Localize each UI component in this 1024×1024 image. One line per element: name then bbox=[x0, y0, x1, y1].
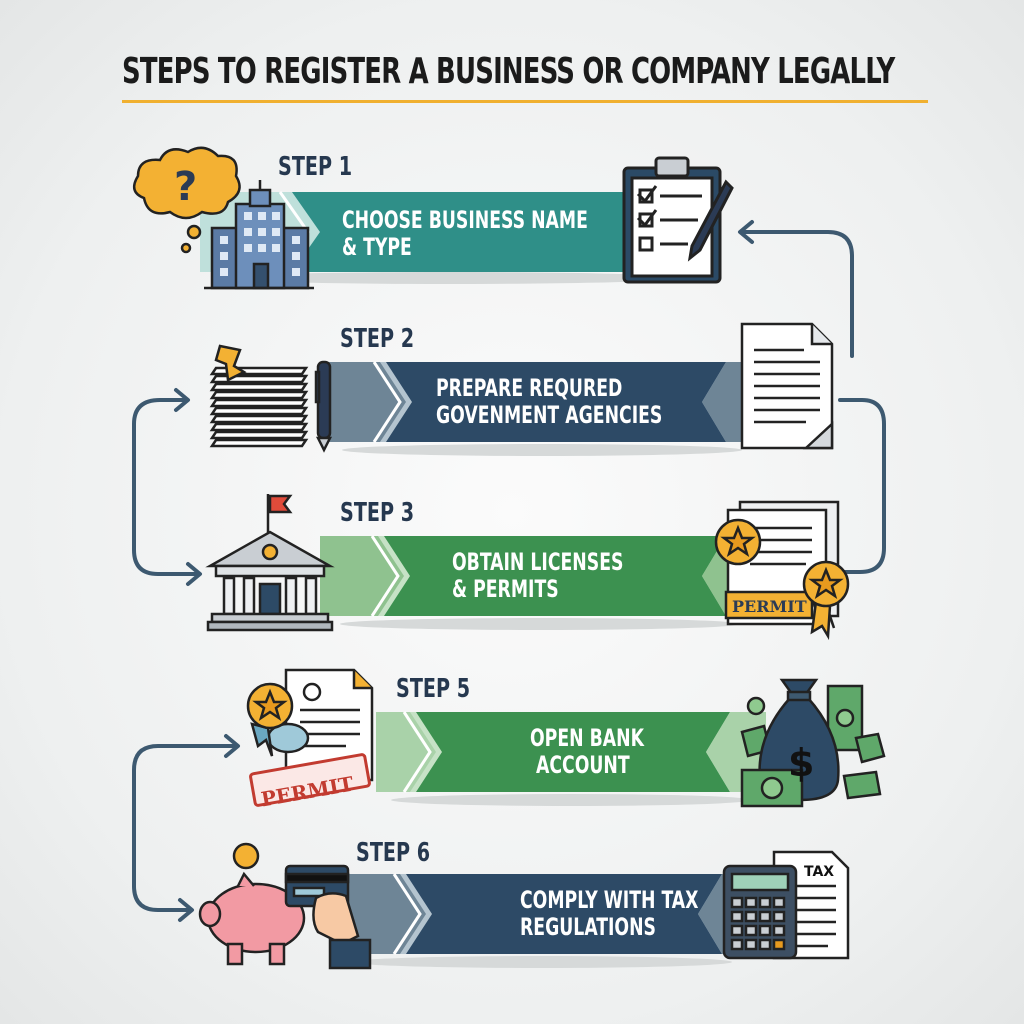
connector-step5-arrowhead bbox=[224, 734, 240, 758]
step-2-text-line2: GOVENMENT AGENCIES bbox=[436, 401, 663, 429]
connector-step2-arrowhead bbox=[174, 388, 190, 412]
question-mark-glyph: ? bbox=[174, 164, 197, 210]
step-6-text-line1: COMPLY WITH TAX bbox=[520, 886, 699, 914]
step-5-text-line1: OPEN BANK bbox=[530, 724, 644, 752]
permit-label-1: PERMIT bbox=[732, 597, 807, 616]
checklist-clipboard-icon bbox=[622, 156, 734, 284]
permit-certificate-icon: PERMIT bbox=[714, 500, 850, 641]
connector-step6-arrowhead bbox=[178, 898, 194, 922]
step-5-text-line2: ACCOUNT bbox=[536, 751, 630, 779]
dollar-glyph: $ bbox=[788, 741, 814, 785]
step-5-banner bbox=[376, 711, 766, 806]
money-bag-icon: $ bbox=[740, 678, 886, 808]
connector-step1-arrowhead bbox=[738, 220, 754, 244]
step-6-text-line2: REGULATIONS bbox=[520, 913, 656, 941]
title-underline bbox=[122, 100, 928, 103]
government-building-icon bbox=[205, 494, 335, 632]
connector-left-step2-step3 bbox=[132, 398, 200, 576]
connector-left-step5-step6 bbox=[132, 744, 238, 912]
page-title: STEPS TO REGISTER A BUSINESS OR COMPANY … bbox=[122, 51, 895, 92]
step-5-label: STEP 5 bbox=[396, 674, 471, 704]
step-3-text-line1: OBTAIN LICENSES bbox=[452, 548, 624, 576]
step-2-banner bbox=[322, 361, 764, 456]
connector-step3-to-step2 bbox=[826, 398, 886, 574]
step-1-text-line1: CHOOSE BUSINESS NAME bbox=[342, 206, 588, 234]
connector-step3-arrowhead bbox=[186, 562, 202, 586]
piggy-bank-card-icon bbox=[198, 842, 372, 970]
step-2-text-line1: PREPARE REQURED bbox=[436, 374, 623, 402]
tax-calculator-icon: TAX bbox=[722, 850, 850, 960]
document-stack-pen-icon bbox=[209, 344, 333, 453]
step-1-label: STEP 1 bbox=[278, 152, 353, 182]
question-cloud-building-icon: ? bbox=[132, 146, 314, 290]
step-2-label: STEP 2 bbox=[340, 324, 415, 354]
document-icon bbox=[740, 322, 834, 450]
step-3-text-line2: & PERMITS bbox=[452, 575, 559, 603]
permit-stamp-document-icon: PERMIT bbox=[246, 668, 374, 811]
tax-label: TAX bbox=[804, 864, 834, 880]
step-1-text-line2: & TYPE bbox=[342, 233, 412, 261]
connector-step2-to-step1 bbox=[740, 230, 854, 358]
step-3-label: STEP 3 bbox=[340, 498, 415, 528]
step-1-banner bbox=[200, 191, 700, 284]
step-6-label: STEP 6 bbox=[356, 838, 431, 868]
